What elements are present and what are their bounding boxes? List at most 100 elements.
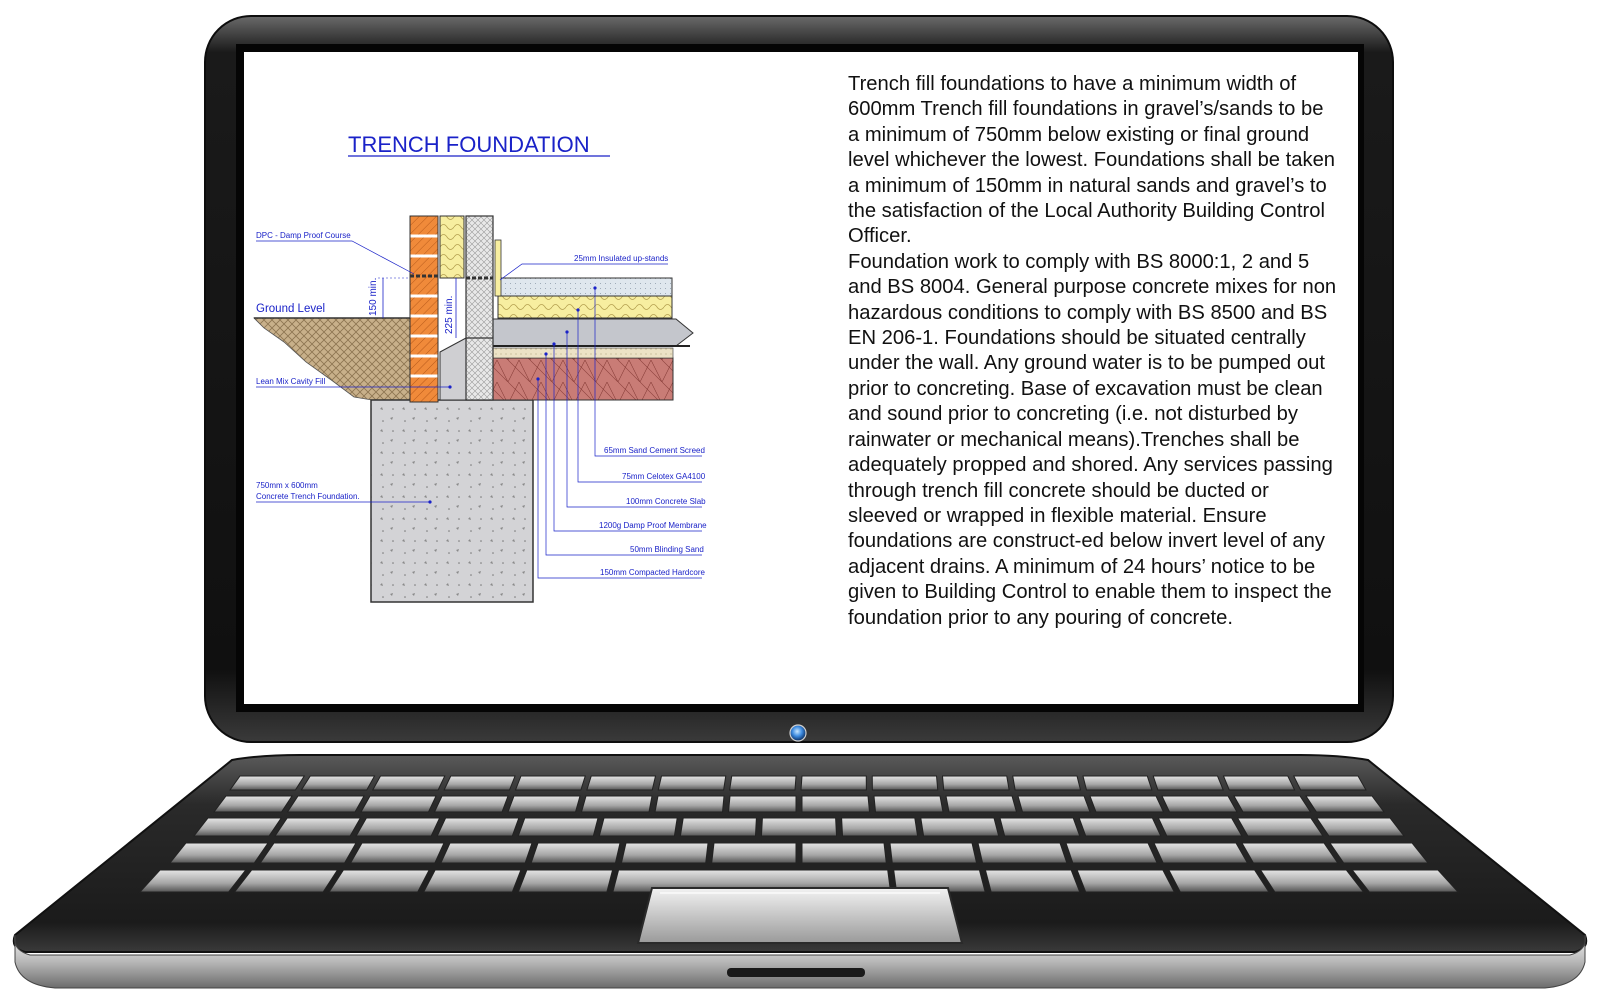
dimension-225: 225 min. bbox=[444, 278, 457, 338]
keyboard-key[interactable] bbox=[300, 775, 376, 791]
keyboard-key[interactable] bbox=[580, 795, 653, 813]
dimension-150: 150 min. bbox=[368, 278, 410, 318]
keyboard-key[interactable] bbox=[1153, 842, 1249, 864]
keyboard-key[interactable] bbox=[507, 795, 581, 813]
keyboard-key[interactable] bbox=[800, 775, 867, 791]
label-lean-mix: Lean Mix Cavity Fill bbox=[256, 377, 326, 386]
keyboard-key[interactable] bbox=[945, 795, 1018, 813]
keyboard-key[interactable] bbox=[436, 817, 520, 837]
keyboard-key[interactable] bbox=[1259, 869, 1365, 893]
keyboard-key[interactable] bbox=[760, 817, 838, 837]
keyboard-key[interactable] bbox=[517, 869, 614, 893]
keyboard-keys bbox=[138, 775, 1460, 893]
keyboard-key[interactable] bbox=[841, 817, 919, 837]
keyboard-key[interactable] bbox=[1315, 817, 1406, 837]
keyboard-key[interactable] bbox=[1305, 795, 1385, 813]
keyboard-key[interactable] bbox=[229, 775, 306, 791]
keyboard-key[interactable] bbox=[192, 817, 283, 837]
keyboard-key[interactable] bbox=[920, 817, 1000, 837]
keyboard-key[interactable] bbox=[286, 795, 365, 813]
keyboard-key[interactable] bbox=[1152, 775, 1224, 791]
keyboard-key[interactable] bbox=[213, 795, 293, 813]
keyboard-key[interactable] bbox=[711, 842, 797, 864]
keyboard-key[interactable] bbox=[1351, 869, 1460, 893]
keyboard-key[interactable] bbox=[328, 869, 430, 893]
keyboard-key[interactable] bbox=[801, 842, 887, 864]
keyboard-key[interactable] bbox=[598, 817, 678, 837]
blinding-sand-layer bbox=[492, 347, 674, 359]
keyboard-key[interactable] bbox=[873, 795, 944, 813]
laptop-base-rim bbox=[14, 934, 1586, 989]
keyboard-key[interactable] bbox=[893, 869, 986, 893]
screen-display: TRENCH FOUNDATION bbox=[244, 52, 1358, 704]
keyboard-key[interactable] bbox=[168, 842, 269, 864]
keyboard-key[interactable] bbox=[360, 795, 437, 813]
keyboard-key[interactable] bbox=[984, 869, 1081, 893]
keyboard-key[interactable] bbox=[727, 795, 797, 813]
keyboard-key[interactable] bbox=[349, 842, 445, 864]
keyboard-key[interactable] bbox=[422, 869, 522, 893]
keyboard-key[interactable] bbox=[620, 842, 709, 864]
keyboard-key[interactable] bbox=[233, 869, 339, 893]
keyboard-key[interactable] bbox=[1292, 775, 1367, 791]
keyboard-key[interactable] bbox=[355, 817, 441, 837]
keyboard-key[interactable] bbox=[259, 842, 357, 864]
label-hardcore: 150mm Compacted Hardcore bbox=[600, 568, 705, 577]
trackpad[interactable] bbox=[636, 887, 964, 944]
keyboard-key[interactable] bbox=[1076, 869, 1176, 893]
lean-mix-cavity-fill bbox=[439, 337, 467, 401]
screed-layer bbox=[497, 277, 673, 297]
paragraph-1: Trench fill foundations to have a minimu… bbox=[848, 73, 1336, 248]
keyboard-key[interactable] bbox=[889, 842, 978, 864]
keyboard-key[interactable] bbox=[729, 775, 797, 791]
keyboard-key[interactable] bbox=[1168, 869, 1270, 893]
label-upstands: 25mm Insulated up-stands bbox=[574, 254, 668, 263]
label-blinding: 50mm Blinding Sand bbox=[630, 545, 704, 554]
celotex-layer bbox=[497, 295, 673, 319]
keyboard-key[interactable] bbox=[801, 795, 871, 813]
block-leaf bbox=[465, 215, 494, 401]
keyboard-key[interactable] bbox=[1222, 775, 1296, 791]
label-dpc: DPC - Damp Proof Course bbox=[256, 231, 351, 240]
keyboard-key[interactable] bbox=[654, 795, 725, 813]
keyboard-key[interactable] bbox=[371, 775, 446, 791]
keyboard-key[interactable] bbox=[1082, 775, 1153, 791]
keyboard-key[interactable] bbox=[440, 842, 533, 864]
keyboard-key[interactable] bbox=[1236, 817, 1324, 837]
layer-leaders bbox=[537, 288, 702, 579]
keyboard-key[interactable] bbox=[657, 775, 727, 791]
cavity-insulation bbox=[439, 215, 465, 279]
keyboard-key[interactable] bbox=[1017, 795, 1091, 813]
keyboard-key[interactable] bbox=[999, 817, 1081, 837]
keyboard-key[interactable] bbox=[514, 775, 586, 791]
label-trench-line2: Concrete Trench Foundation. bbox=[256, 492, 360, 501]
keyboard-key[interactable] bbox=[433, 795, 509, 813]
label-celotex: 75mm Celotex GA4100 bbox=[622, 472, 706, 481]
keyboard-key[interactable] bbox=[274, 817, 362, 837]
trench-foundation bbox=[370, 399, 534, 603]
label-ground-level: Ground Level bbox=[256, 303, 325, 315]
keyboard-key[interactable] bbox=[679, 817, 757, 837]
keyboard-key[interactable] bbox=[1012, 775, 1082, 791]
diagram-title[interactable]: TRENCH FOUNDATION bbox=[348, 132, 590, 157]
keyboard-key[interactable] bbox=[586, 775, 657, 791]
specification-text: Trench fill foundations to have a minimu… bbox=[848, 72, 1338, 631]
keyboard-key[interactable] bbox=[1241, 842, 1339, 864]
keyboard-key[interactable] bbox=[1329, 842, 1430, 864]
keyboard-key[interactable] bbox=[1157, 817, 1243, 837]
keyboard-key[interactable] bbox=[1065, 842, 1158, 864]
keyboard-key[interactable] bbox=[1078, 817, 1162, 837]
keyboard-key[interactable] bbox=[1161, 795, 1238, 813]
keyboard-key[interactable] bbox=[517, 817, 599, 837]
keyboard-key[interactable] bbox=[530, 842, 621, 864]
keyboard-key[interactable] bbox=[871, 775, 939, 791]
keyboard-key[interactable] bbox=[941, 775, 1010, 791]
label-dpm: 1200g Damp Proof Membrane bbox=[599, 521, 707, 530]
insulated-upstand bbox=[494, 239, 502, 297]
keyboard-key[interactable] bbox=[1089, 795, 1165, 813]
keyboard-key[interactable] bbox=[977, 842, 1068, 864]
keyboard-key[interactable] bbox=[443, 775, 516, 791]
keyboard-key[interactable] bbox=[138, 869, 247, 893]
svg-text:150 min.: 150 min. bbox=[368, 278, 379, 316]
keyboard-key[interactable] bbox=[1233, 795, 1312, 813]
